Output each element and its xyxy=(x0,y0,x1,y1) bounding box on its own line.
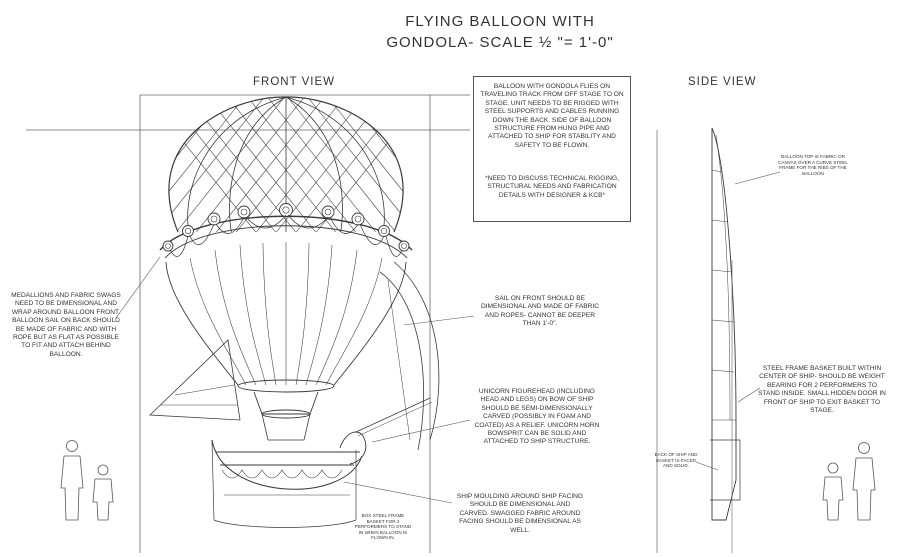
leader-lines xyxy=(115,171,781,504)
rear-sail xyxy=(379,261,440,451)
balloon-envelope xyxy=(168,96,404,233)
basket-note: STEEL FRAME BASKET BUILT WITHIN CENTER O… xyxy=(758,365,886,415)
balloon-lower-body xyxy=(165,242,407,419)
side-view-drawing xyxy=(656,127,741,553)
medallions-note: MEDALLIONS AND FABRIC SWAGS NEED TO BE D… xyxy=(11,292,121,358)
unicorn-figurehead xyxy=(339,397,433,465)
balloon-top-note: BALLOON TOP IS FABRIC OR CANVAS OVER A C… xyxy=(778,154,848,176)
box-frame-note: BOX STEEL FRAME BASKET FOR 2 PERFORMERS … xyxy=(354,513,412,541)
medallion-band xyxy=(159,203,413,259)
drawing-title-line1: FLYING BALLOON WITH xyxy=(405,13,595,30)
back-of-ship-note: BACK OF SHIP AND BASKET IS FACED AND SOL… xyxy=(654,452,698,469)
front-view-frame xyxy=(26,94,470,553)
side-view-label: SIDE VIEW xyxy=(688,76,757,88)
left-sail xyxy=(149,339,241,421)
description-note: BALLOON WITH GONDOLA FLIES ON TRAVELING … xyxy=(480,83,624,149)
moulding-note: SHIP MOULDING AROUND SHIP FACING SHOULD … xyxy=(456,493,584,534)
ship-hull xyxy=(211,413,363,528)
unicorn-note: UNICORN FIGUREHEAD (INCLUDING HEAD AND L… xyxy=(474,388,600,446)
discuss-note: *NEED TO DISCUSS TECHNICAL RIGGING, STRU… xyxy=(485,175,619,199)
drawing-title-line2: GONDOLA- SCALE ½ "= 1'-0" xyxy=(386,34,614,51)
front-view-label: FRONT VIEW xyxy=(253,76,335,88)
sail-note: SAIL ON FRONT SHOULD BE DIMENSIONAL AND … xyxy=(480,295,600,328)
scale-figure-people xyxy=(60,440,876,521)
description-box: BALLOON WITH GONDOLA FLIES ON TRAVELING … xyxy=(473,76,631,222)
